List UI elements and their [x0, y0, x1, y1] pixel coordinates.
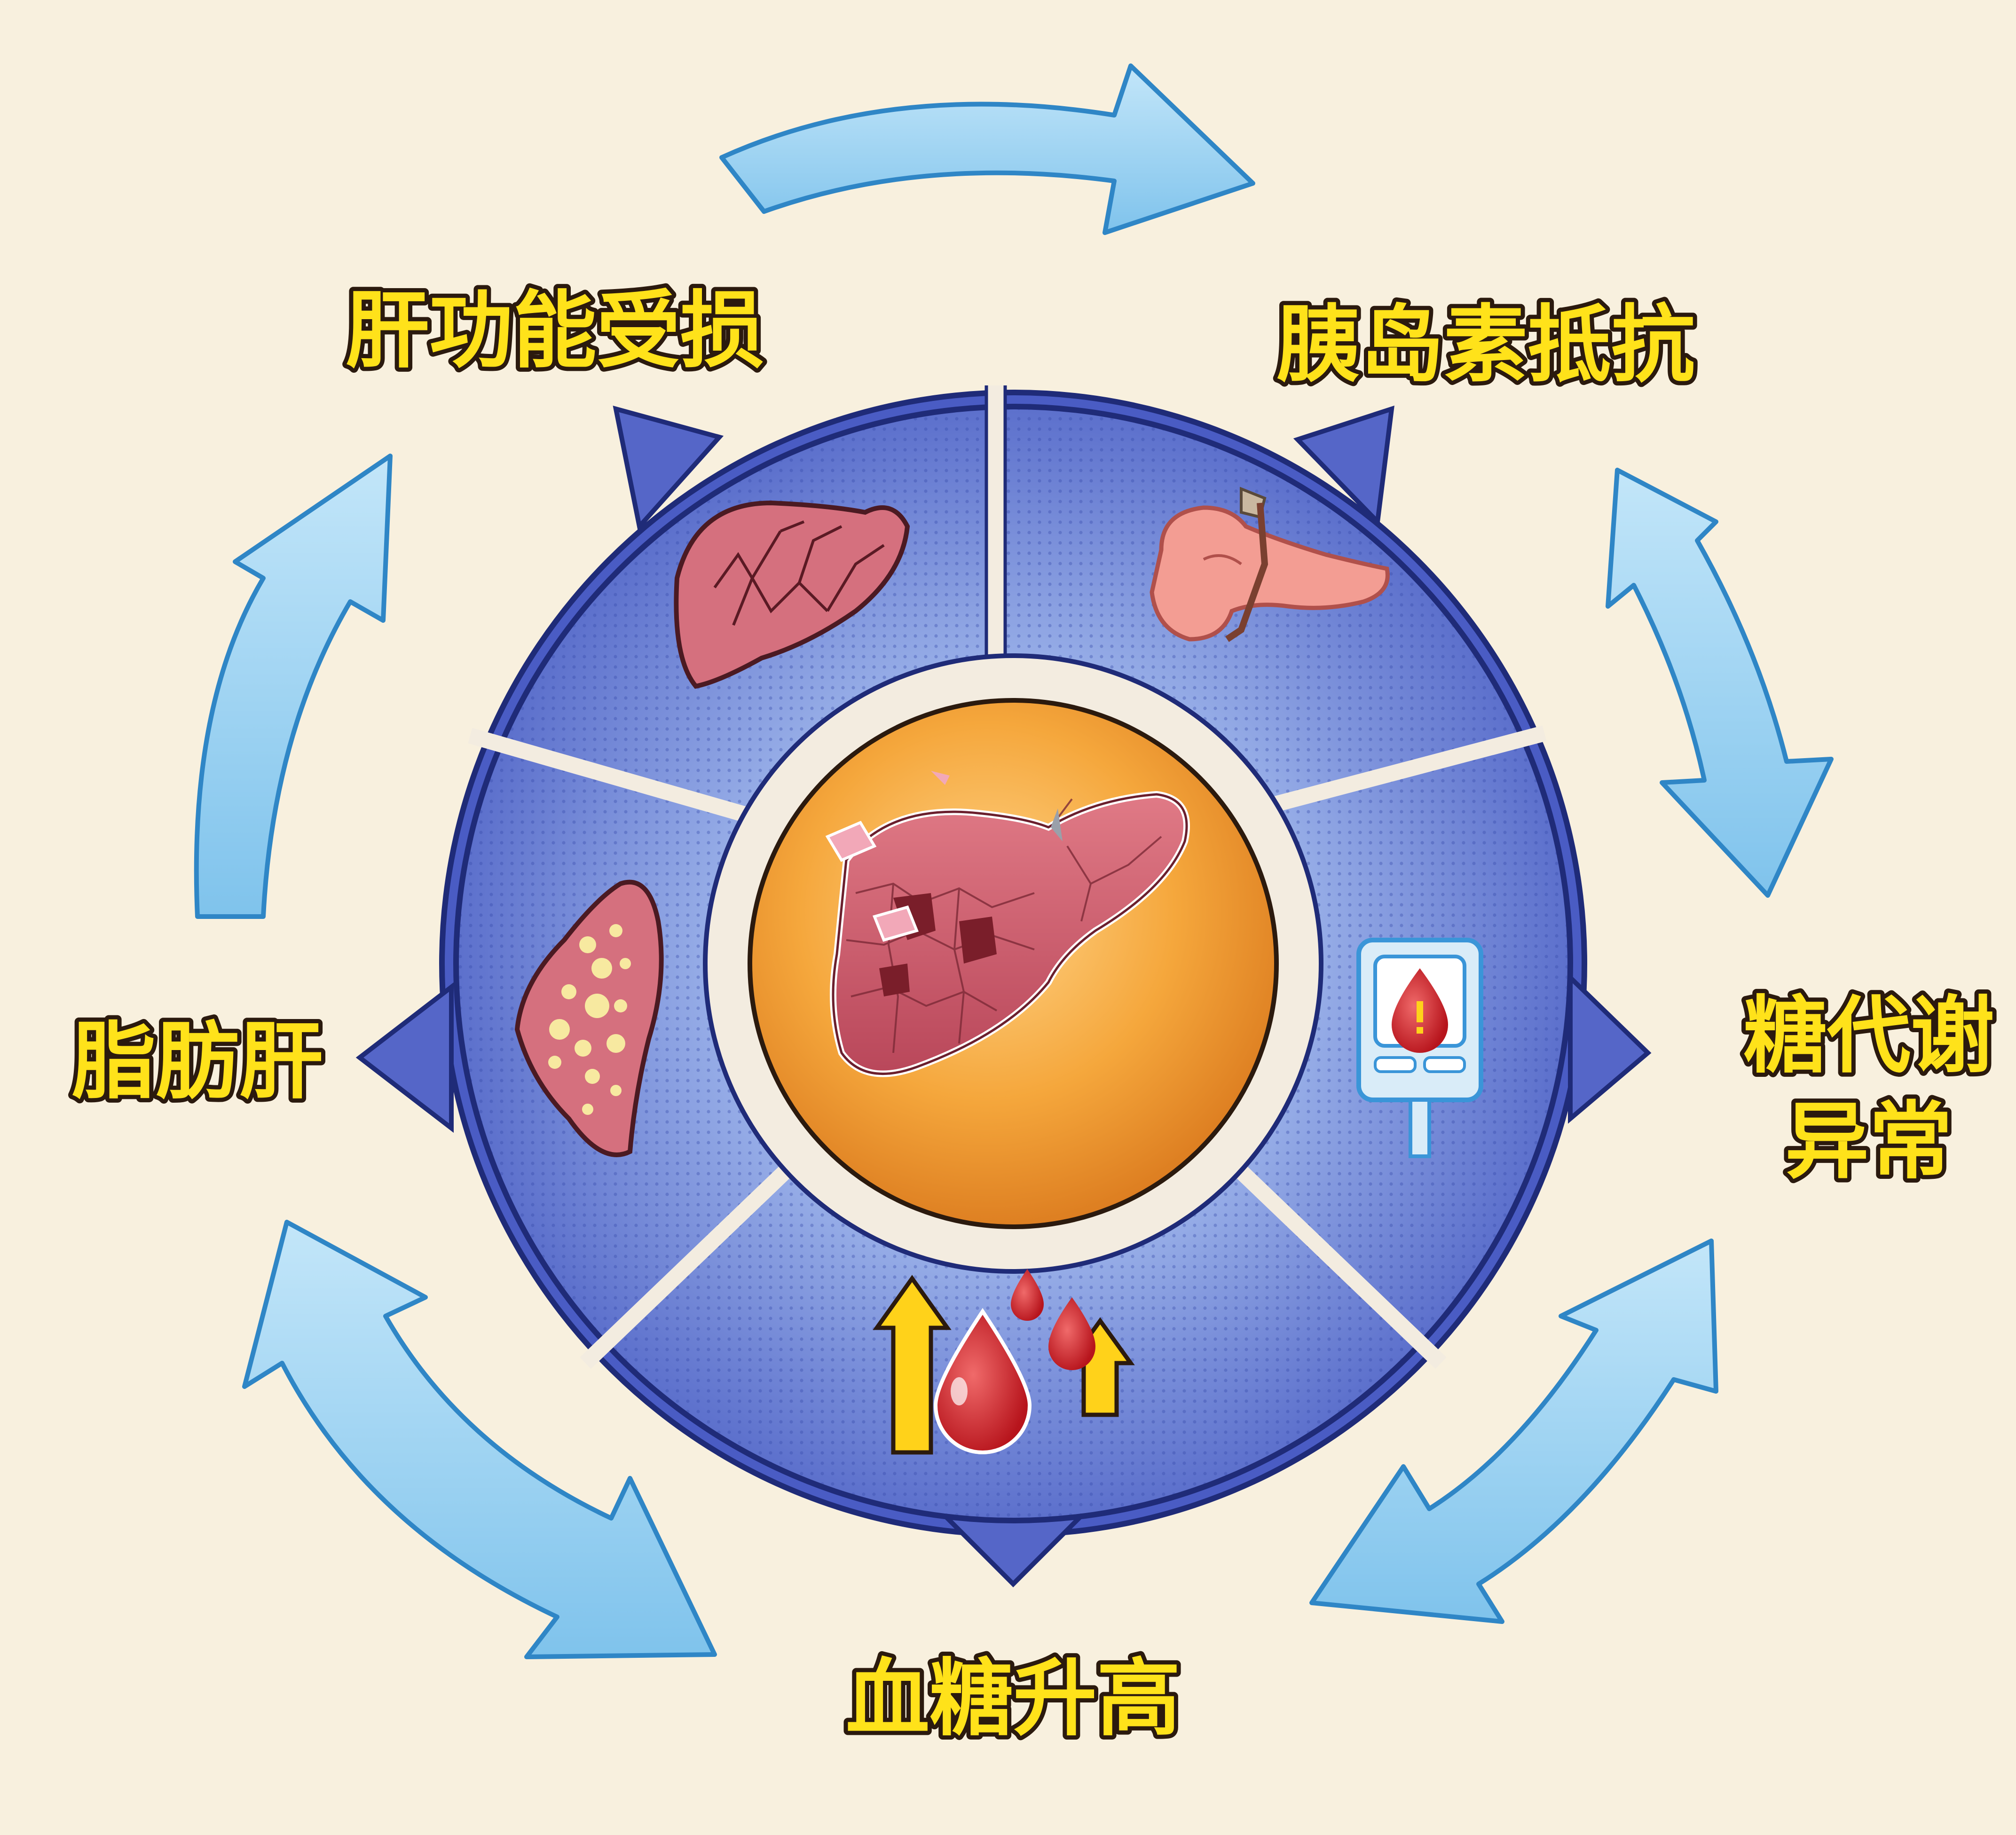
arrow-top-right-icon	[719, 63, 1255, 235]
label-glucose-metabolism-line1: 糖代谢	[1743, 987, 1994, 1084]
rising-blood-drops-icon	[873, 1269, 1135, 1455]
label-blood-sugar-rise: 血糖升高	[846, 1650, 1181, 1747]
arrow-double-left-lower-icon	[242, 1220, 717, 1659]
arrow-double-right-upper-icon	[1606, 468, 1834, 898]
pointer-left	[355, 982, 454, 1133]
cycle-arrows	[194, 63, 1834, 1659]
arrow-left-up-icon	[194, 454, 393, 919]
damaged-liver-icon	[674, 500, 910, 689]
fatty-liver-icon	[514, 879, 664, 1157]
label-fatty-liver: 脂肪肝	[72, 1013, 323, 1110]
pointer-right	[1568, 972, 1652, 1124]
label-liver-damage: 肝功能受损	[346, 282, 764, 379]
label-insulin-resistance: 胰岛素抵抗	[1276, 296, 1695, 393]
cirrhotic-liver-icon	[825, 771, 1190, 1077]
arrow-double-right-lower-icon	[1309, 1239, 1718, 1624]
pointer-bottom	[939, 1513, 1087, 1588]
pointer-top-left	[613, 406, 724, 532]
glucose-meter-icon	[1356, 938, 1483, 1158]
pointer-top-right	[1293, 405, 1394, 527]
center-liver-disk	[748, 698, 1279, 1229]
label-glucose-metabolism-line2: 异常	[1785, 1093, 1953, 1190]
pancreas-icon	[1150, 486, 1390, 642]
